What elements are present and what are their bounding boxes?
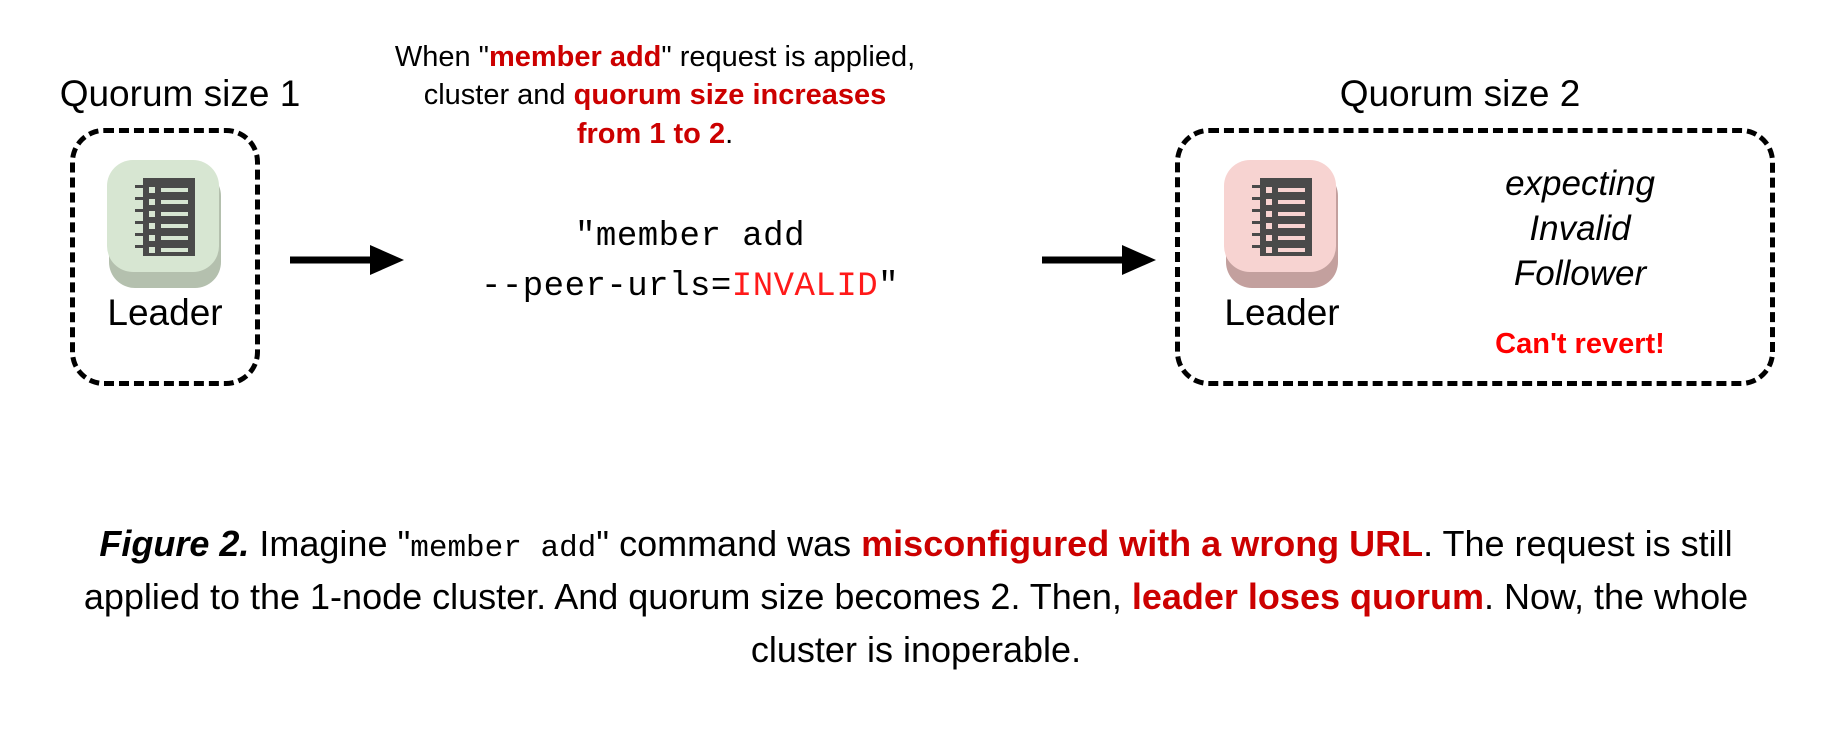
- rack-bar: [1278, 224, 1305, 228]
- rack-tab: [1252, 209, 1261, 212]
- rack-led: [1266, 199, 1272, 205]
- caption-part2: " command was: [596, 523, 862, 564]
- rack-bar: [161, 236, 188, 240]
- caption-part3: . The request is still applied to the 1-…: [83, 523, 1733, 618]
- caption-highlight-loses-quorum: leader loses quorum: [1131, 576, 1484, 618]
- caption-part4: . Now, the whole cluster is inoperable.: [750, 576, 1749, 670]
- command-line2-pre: --peer-urls=: [480, 268, 732, 307]
- rack-tab: [1252, 221, 1261, 224]
- expecting-line2: Invalid: [1529, 208, 1631, 248]
- tile-face: [107, 160, 219, 272]
- command-line1: "member add: [575, 218, 805, 256]
- rack-led: [1266, 187, 1272, 193]
- expecting-invalid-follower-text: expecting Invalid Follower: [1415, 162, 1745, 296]
- rack-led: [1266, 247, 1272, 253]
- rack-glyph: [1252, 178, 1312, 256]
- annotation-line3-highlight: from 1 to 2: [576, 117, 726, 150]
- cant-revert-warning: Can't revert!: [1495, 328, 1665, 360]
- rack-led: [1266, 235, 1272, 241]
- rack-bar: [1278, 188, 1305, 192]
- command-line2-post: ": [878, 268, 900, 307]
- expecting-line1: expecting: [1505, 164, 1655, 203]
- left-cluster-box: [70, 128, 260, 386]
- left-node: Leader: [95, 160, 235, 331]
- rack-tab: [1252, 245, 1261, 248]
- rack-led: [149, 223, 155, 229]
- annotation-line2-pre: cluster and: [423, 79, 574, 112]
- rack-bar: [1278, 212, 1305, 216]
- rack-led: [149, 211, 155, 217]
- server-rack-icon: [1224, 160, 1340, 288]
- rack-led: [149, 247, 155, 253]
- rack-led: [1266, 211, 1272, 217]
- rack-tab: [135, 209, 144, 212]
- rack-bar: [1278, 236, 1305, 240]
- rack-tab: [135, 221, 144, 224]
- annotation-line3-post: .: [725, 117, 734, 150]
- left-node-label: Leader: [107, 292, 223, 333]
- caption-mono-command: member add: [410, 531, 597, 566]
- left-cluster-title: Quorum size 1: [59, 73, 301, 114]
- rack-tab: [135, 185, 144, 188]
- rack-tab: [135, 233, 144, 236]
- server-rack-icon: [107, 160, 223, 288]
- arrow-right-icon: [1040, 240, 1158, 285]
- right-node: Leader: [1212, 160, 1352, 331]
- figure-caption: Figure 2. Imagine "member add" command w…: [60, 518, 1772, 676]
- annotation-line1-pre: When ": [394, 41, 489, 73]
- arrow-right-icon: [288, 240, 406, 285]
- right-cluster-title: Quorum size 2: [1339, 73, 1581, 114]
- command-text: "member add --peer-urls=INVALID": [430, 212, 950, 313]
- right-node-label: Leader: [1224, 292, 1340, 333]
- command-invalid-value: INVALID: [731, 268, 879, 307]
- annotation-line2-highlight: quorum size increases: [573, 79, 887, 112]
- rack-tab: [135, 245, 144, 248]
- rack-bar: [161, 212, 188, 216]
- rack-led: [149, 199, 155, 205]
- rack-led: [149, 187, 155, 193]
- rack-bar: [161, 200, 188, 204]
- rack-tab: [1252, 185, 1261, 188]
- rack-tab: [135, 197, 144, 200]
- expecting-line3: Follower: [1513, 253, 1647, 293]
- rack-tab: [1252, 197, 1261, 200]
- rack-bar: [161, 248, 188, 252]
- caption-part1: Imagine ": [249, 523, 411, 564]
- rack-bar: [161, 188, 188, 192]
- rack-led: [1266, 223, 1272, 229]
- rack-bar: [1278, 200, 1305, 204]
- right-cluster-box: [1175, 128, 1775, 386]
- rack-bar: [161, 224, 188, 228]
- caption-figure-label: Figure 2.: [99, 523, 250, 564]
- rack-tab: [1252, 233, 1261, 236]
- caption-highlight-misconfigured: misconfigured with a wrong URL: [861, 523, 1424, 564]
- tile-face: [1224, 160, 1336, 272]
- annotation-line1-highlight: member add: [488, 41, 662, 73]
- rack-bar: [1278, 248, 1305, 252]
- rack-led: [149, 235, 155, 241]
- annotation-text: When "member add" request is applied, cl…: [355, 38, 955, 153]
- rack-glyph: [135, 178, 195, 256]
- annotation-line1-post: " request is applied,: [661, 41, 916, 73]
